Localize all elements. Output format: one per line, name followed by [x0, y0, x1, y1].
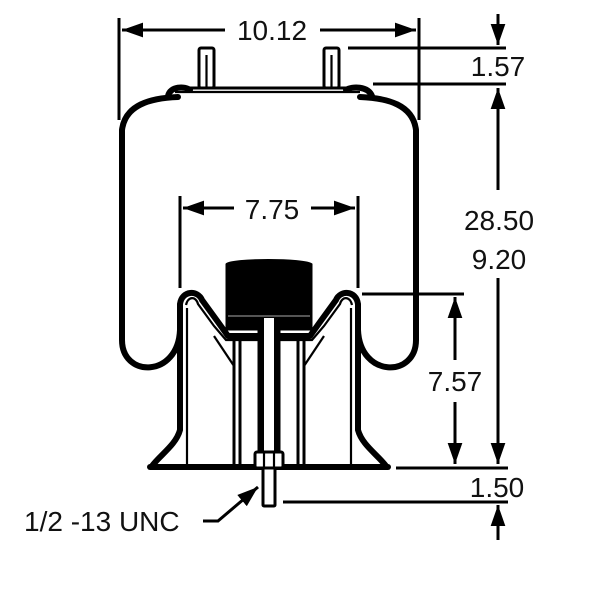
dim-base-height: 1.50	[283, 466, 525, 540]
label-stud-height: 1.57	[471, 51, 526, 82]
bellows	[119, 94, 419, 371]
label-thread-spec: 1/2 -13 UNC	[24, 506, 180, 537]
callout-thread: 1/2 -13 UNC	[24, 485, 259, 537]
label-piston-width: 7.75	[245, 194, 300, 225]
label-max-height: 28.50	[464, 205, 534, 236]
piston	[147, 259, 391, 470]
dim-piston-height: 7.57	[362, 292, 483, 464]
mounting-stud-right	[322, 46, 341, 90]
dim-stud-height: 1.57	[348, 14, 526, 86]
label-base-height: 1.50	[470, 472, 525, 503]
dim-piston-width: 7.75	[178, 194, 360, 288]
mounting-stud-left	[197, 46, 216, 90]
dim-overall-height: 28.50 9.20	[464, 88, 534, 464]
center-bolt	[253, 317, 285, 508]
label-overall-width: 10.12	[237, 15, 307, 46]
label-piston-height: 7.57	[428, 366, 483, 397]
dim-overall-width: 10.12	[117, 15, 421, 120]
label-min-height: 9.20	[472, 244, 527, 275]
